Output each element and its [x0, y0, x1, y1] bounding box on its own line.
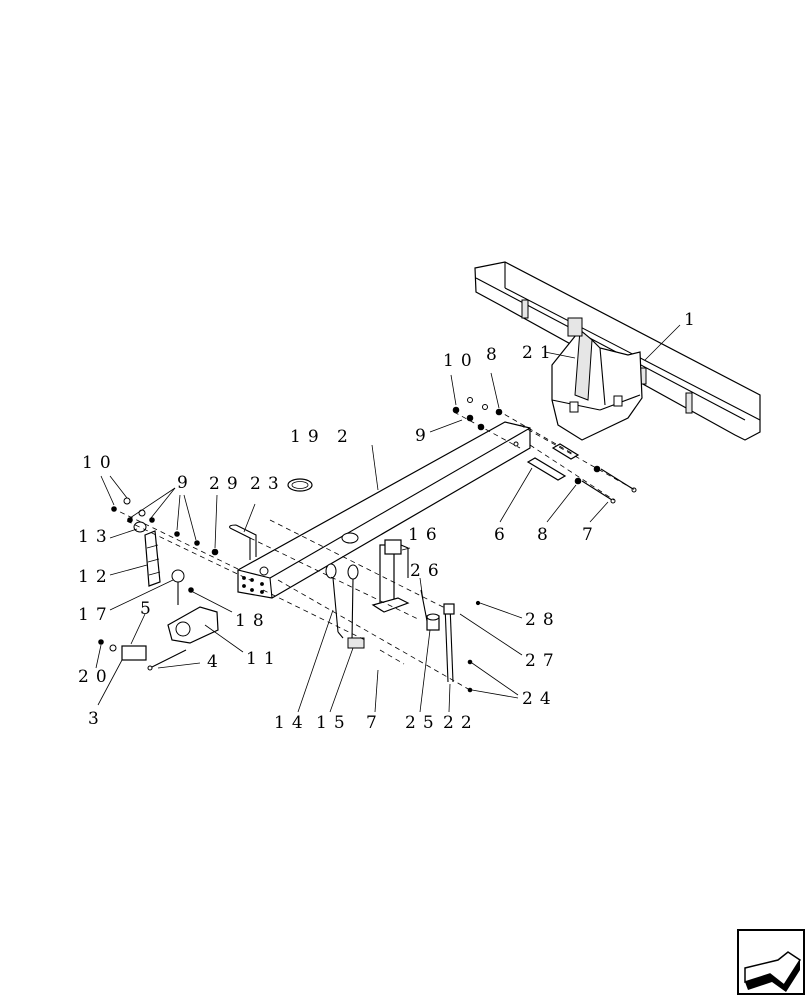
callout-17: 17 [78, 605, 114, 625]
callout-7a: 7 [366, 713, 384, 733]
callout-23: 23 [250, 474, 286, 494]
callout-4: 4 [207, 652, 225, 672]
callout-16: 16 [408, 525, 444, 545]
callout-8a: 8 [486, 345, 504, 365]
callout-9b: 9 [415, 426, 433, 446]
callout-8b: 8 [537, 525, 555, 545]
callout-1: 1 [684, 310, 702, 330]
callout-24: 24 [522, 689, 558, 709]
callout-12: 12 [78, 567, 114, 587]
callout-5: 5 [140, 599, 158, 619]
callout-10a: 10 [82, 453, 118, 473]
leader-lines [95, 324, 681, 713]
pin-assembly [420, 589, 481, 693]
callout-25: 25 [405, 713, 441, 733]
jack-stand [371, 539, 410, 613]
callout-15: 15 [316, 713, 352, 733]
callout-13: 13 [78, 527, 114, 547]
callout-20: 20 [78, 667, 114, 687]
callout-27: 27 [525, 651, 561, 671]
callout-21: 21 [522, 343, 558, 363]
callout-18: 18 [235, 611, 271, 631]
callout-26: 26 [410, 561, 446, 581]
callout-22: 22 [443, 713, 479, 733]
callout-6: 6 [494, 525, 512, 545]
assembly-lines [111, 409, 636, 691]
hitch-mount-bracket [551, 317, 643, 441]
upper-nuts [452, 397, 503, 431]
callout-14: 14 [274, 713, 310, 733]
callout-11: 11 [246, 649, 282, 669]
callout-3: 3 [88, 709, 106, 729]
callout-7b: 7 [582, 525, 600, 545]
u-bolt [229, 524, 257, 560]
callout-9a: 9 [177, 473, 195, 493]
callout-labels: 1 21 10 8 9 19 2 10 9 29 23 13 16 6 8 7 … [78, 310, 702, 733]
rear-hardware [526, 443, 637, 504]
front-hardware [98, 497, 219, 671]
tongue-tube [237, 421, 531, 599]
oval-plate [287, 478, 313, 492]
page-turn-arrow-icon[interactable] [737, 929, 805, 995]
callout-28: 28 [525, 610, 561, 630]
callout-19: 19 [290, 427, 326, 447]
callout-2: 2 [337, 427, 355, 447]
callout-29: 29 [209, 474, 245, 494]
chain-bracket [325, 563, 365, 649]
callout-10b: 10 [443, 351, 479, 371]
